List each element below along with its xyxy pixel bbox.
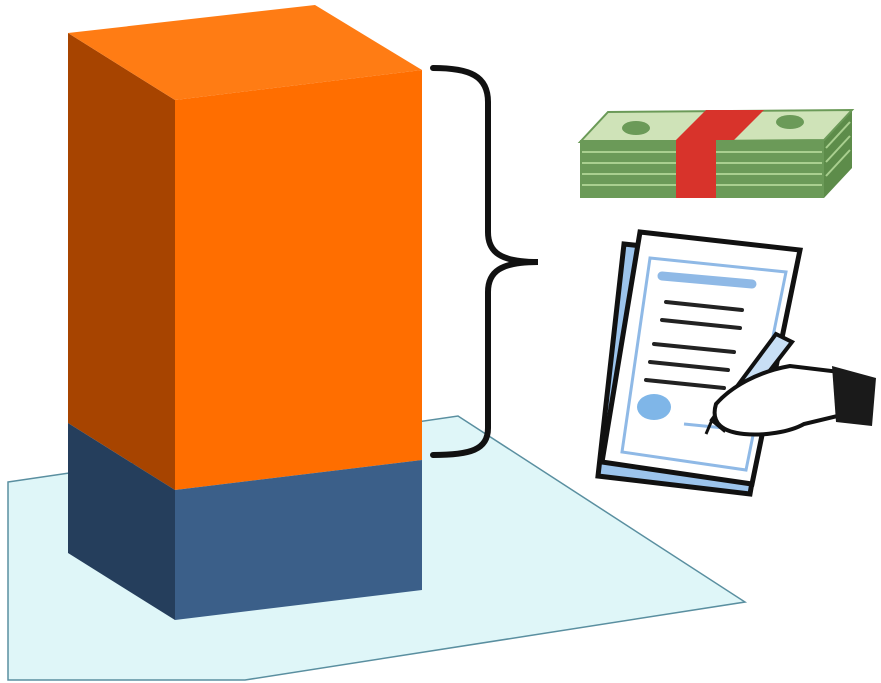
sleeve [832, 366, 876, 426]
stacked-column [68, 5, 422, 620]
column-upper-side [68, 33, 175, 490]
seal [637, 394, 671, 420]
curly-brace [433, 68, 538, 455]
column-upper-front [175, 70, 422, 490]
cash-bundle-icon [580, 110, 852, 198]
